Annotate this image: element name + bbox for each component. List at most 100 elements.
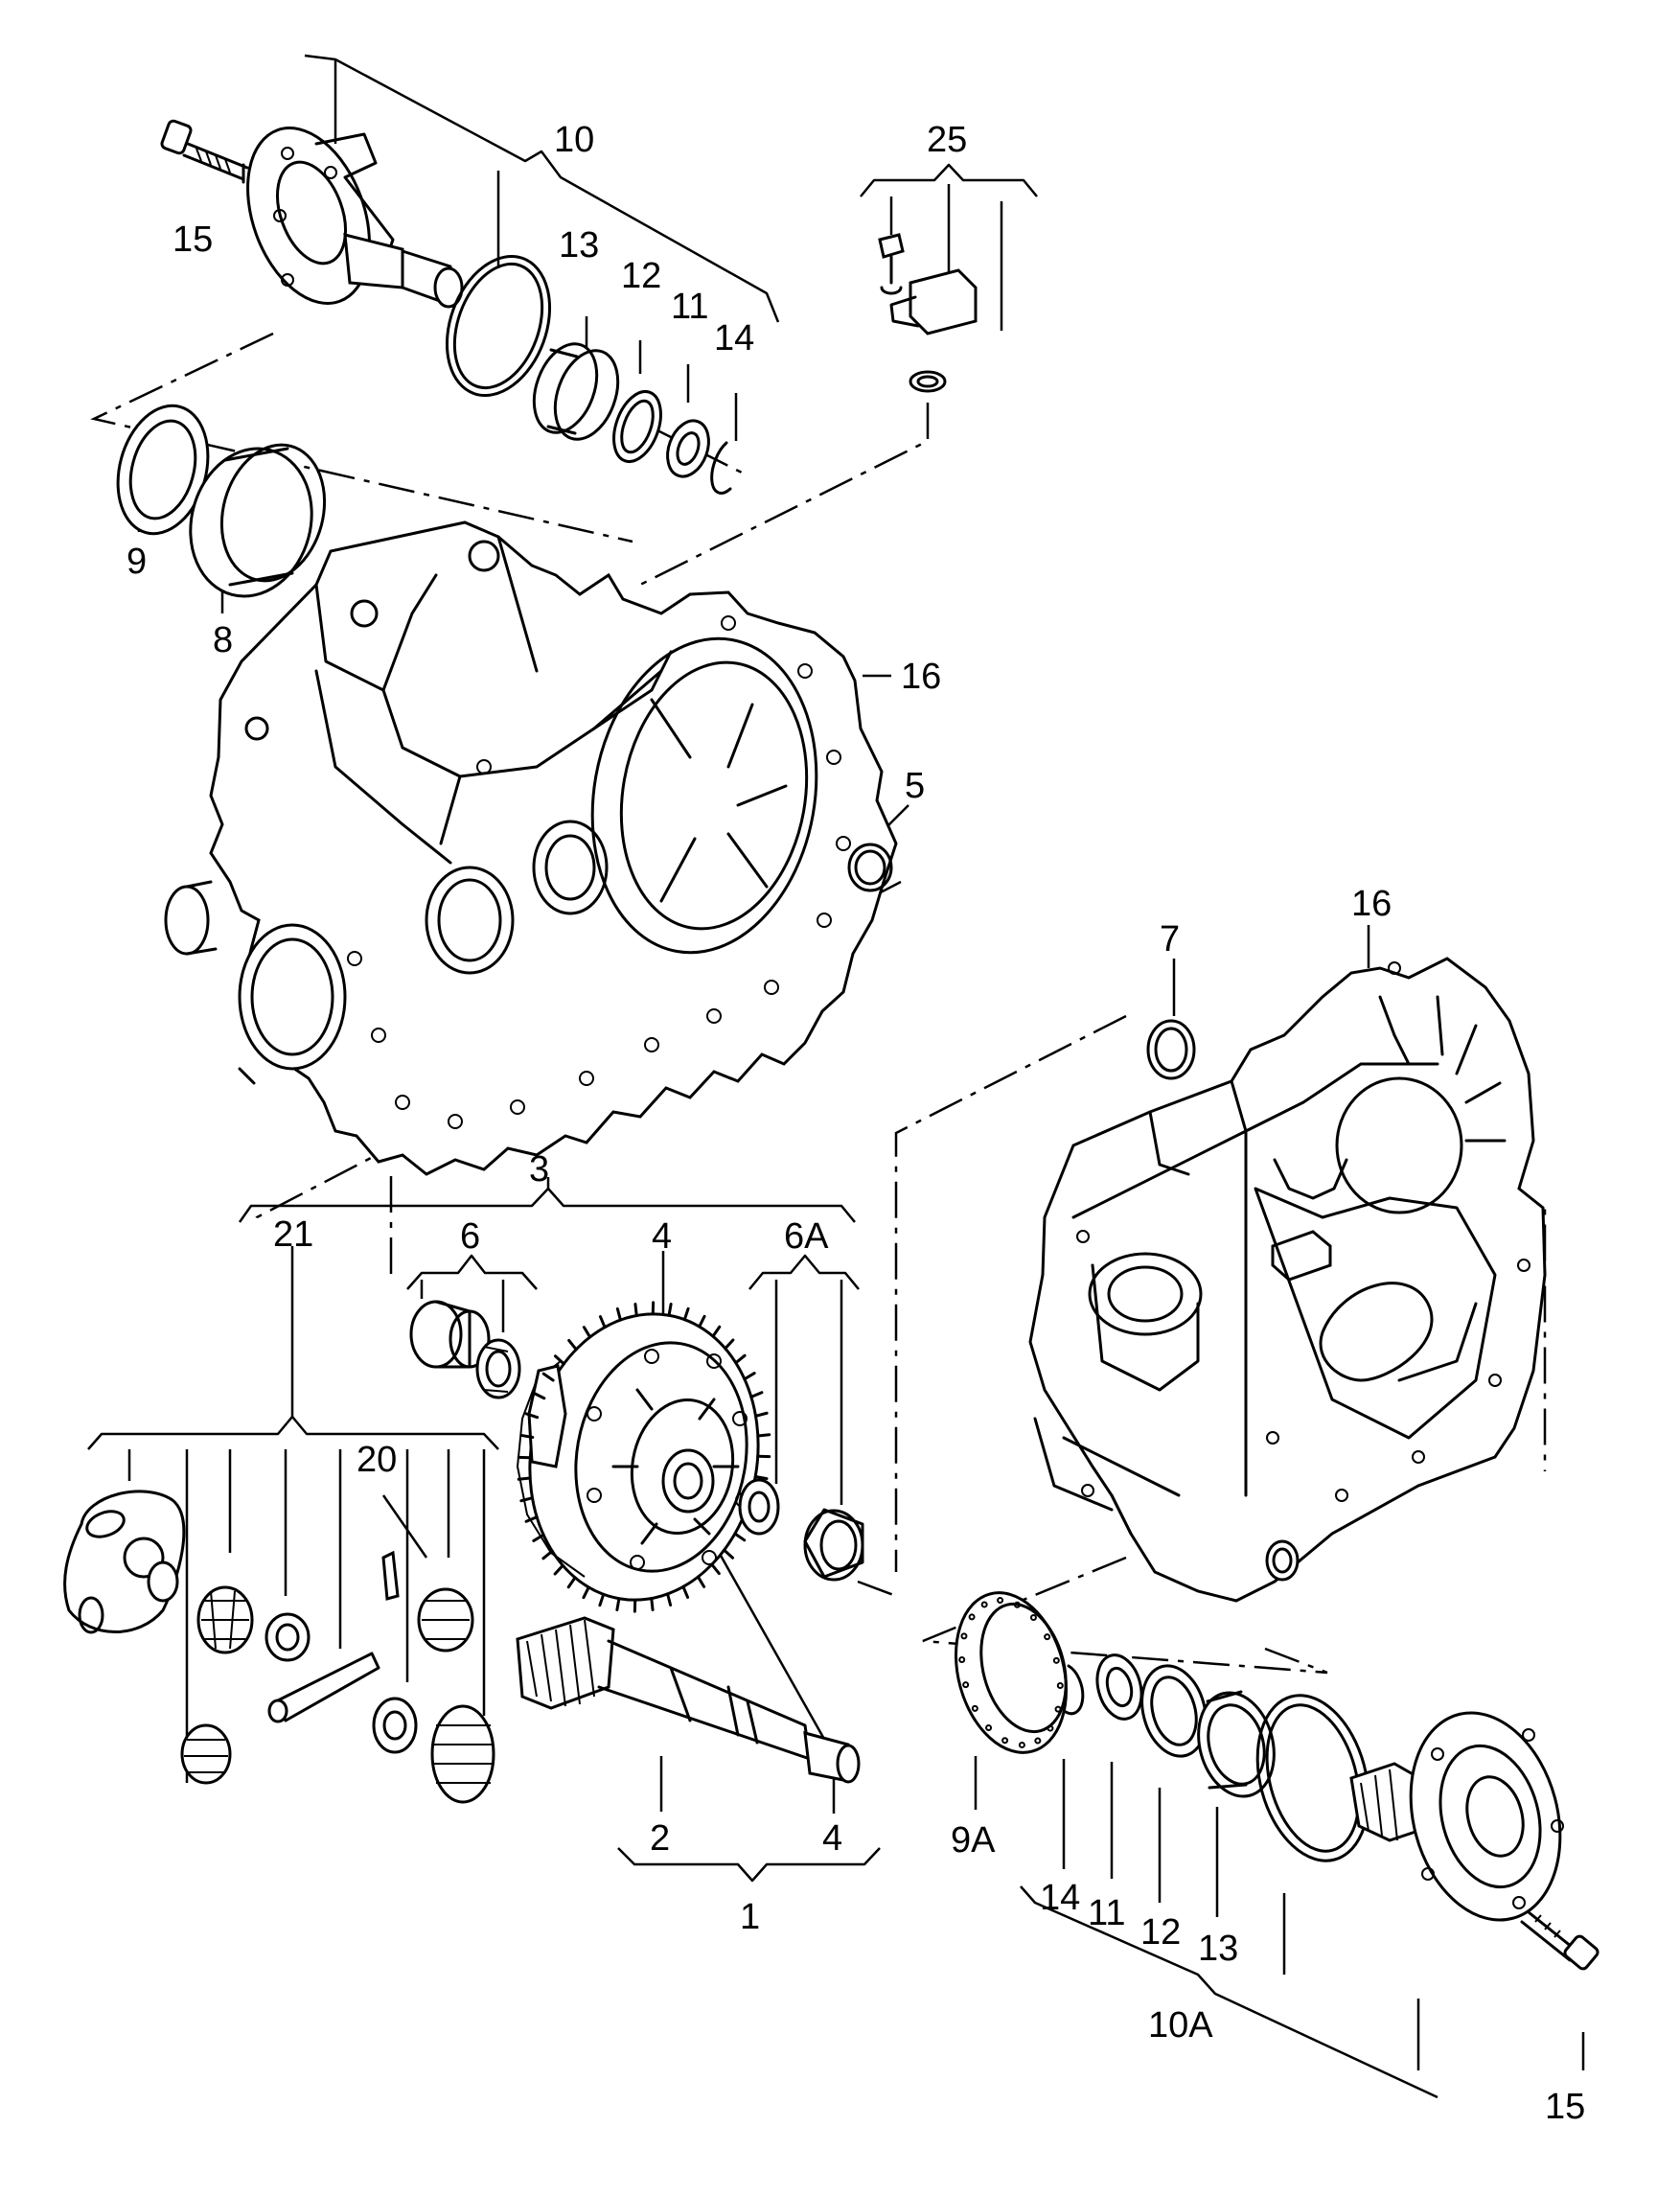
callout-10: 10 (554, 120, 594, 160)
gear-tooth (554, 1354, 565, 1366)
callout-15-upper: 15 (173, 220, 213, 260)
callout-16-upper: 16 (901, 657, 941, 697)
callout-4-top: 4 (652, 1216, 672, 1257)
gear-tooth (524, 1515, 539, 1523)
callout-6A: 6A (784, 1216, 829, 1257)
seal-dot (1054, 1705, 1062, 1713)
seal-dot (997, 1597, 1004, 1605)
gear-tooth (582, 1326, 592, 1339)
callout-12-upper: 12 (621, 256, 661, 296)
gear-tooth (754, 1411, 769, 1418)
gear-tooth (733, 1532, 747, 1542)
gear-tooth (633, 1303, 638, 1317)
seal-dot (960, 1632, 968, 1640)
transmission-housing-upper (164, 520, 898, 1176)
seal-dot (962, 1681, 970, 1689)
gear-tooth (553, 1563, 564, 1576)
gear-tooth (723, 1548, 734, 1560)
final-drive-gear-4 (516, 1312, 760, 1602)
gear-tooth (566, 1576, 577, 1589)
seal-9-and-ring-8 (116, 404, 327, 598)
gear-tooth (541, 1549, 554, 1560)
gear-tooth (666, 1592, 673, 1607)
callout-2: 2 (650, 1818, 670, 1859)
callout-9A: 9A (951, 1820, 996, 1861)
o-ring-5 (847, 843, 893, 892)
callout-11-upper: 11 (671, 287, 708, 327)
seal-dot (1052, 1656, 1060, 1664)
gear-tooth (756, 1433, 771, 1438)
o-ring-7 (1146, 1019, 1196, 1080)
callout-21: 21 (273, 1214, 313, 1255)
gear-tooth (532, 1533, 545, 1542)
gear-tooth (567, 1338, 578, 1352)
callout-3: 3 (529, 1149, 549, 1190)
gear-tooth (753, 1474, 769, 1481)
gear-tooth (598, 1592, 606, 1607)
callout-5: 5 (905, 766, 925, 806)
differential-housing (63, 1490, 186, 1634)
callout-4-bottom: 4 (822, 1818, 842, 1859)
seal-dot (980, 1601, 988, 1608)
gear-tooth (519, 1433, 535, 1440)
gear-tooth (517, 1476, 532, 1481)
callout-9: 9 (127, 542, 147, 582)
gear-tooth (615, 1597, 621, 1612)
group-brackets (87, 54, 1585, 2099)
gear-tooth (711, 1325, 722, 1338)
pinion-shaft-2 (516, 1616, 861, 1784)
ring-14-11-12-13-lower (1064, 1653, 1370, 1862)
gear-tooth (650, 1597, 655, 1611)
gear-tooth (682, 1306, 690, 1322)
gear-tooth (698, 1314, 706, 1329)
seal-dot (1044, 1633, 1051, 1641)
callout-14-upper: 14 (714, 318, 754, 358)
gear-tooth (524, 1412, 540, 1420)
seal-dot (968, 1613, 976, 1621)
gear-tooth (667, 1302, 673, 1317)
seal-9A (954, 1591, 1069, 1754)
gear-tooth (598, 1315, 607, 1329)
seal-dot (1029, 1613, 1037, 1621)
callout-20: 20 (357, 1440, 397, 1480)
bolt-15-upper (160, 119, 249, 184)
callout-25: 25 (927, 120, 967, 160)
seal-dot (1056, 1682, 1064, 1690)
differential-pinions-21 (180, 1550, 495, 1804)
callout-14-lower: 14 (1040, 1878, 1080, 1918)
seal-dot (1001, 1737, 1009, 1745)
gear-tooth (615, 1307, 622, 1322)
callout-13-upper: 13 (559, 225, 599, 266)
callout-15-lower: 15 (1545, 2087, 1585, 2127)
assembly-axis-lines (90, 332, 1547, 1675)
gear-tooth (541, 1372, 555, 1382)
seal-dot (971, 1704, 978, 1712)
callout-labels: 10 25 15 13 12 11 14 9 8 16 5 7 16 3 21 … (127, 120, 1585, 2127)
gear-tooth (743, 1372, 756, 1381)
seal-dot (1047, 1724, 1054, 1732)
callout-6: 6 (460, 1216, 480, 1257)
gear-tooth (696, 1575, 706, 1588)
seal-dot (1034, 1737, 1042, 1745)
gear-tooth (749, 1391, 764, 1399)
seal-dot (1018, 1741, 1025, 1748)
output-flange-lower (1349, 1711, 1564, 1922)
gear-tooth (724, 1338, 735, 1351)
callout-10A: 10A (1148, 2005, 1213, 2046)
output-flange-upper (246, 127, 464, 309)
gear-tooth (519, 1496, 534, 1503)
seal-dot (985, 1724, 993, 1732)
gear-tooth (582, 1585, 590, 1600)
ring-13-12-11-14-upper (445, 254, 732, 495)
callout-13-lower: 13 (1198, 1929, 1238, 1969)
transmission-housing-lower (1028, 957, 1547, 1603)
gear-tooth (532, 1391, 546, 1400)
callout-8: 8 (213, 620, 233, 660)
bearing-6A (738, 1478, 864, 1582)
bearing-cups-6 (409, 1300, 521, 1399)
gear-tooth (710, 1562, 721, 1576)
gear-tooth (681, 1584, 690, 1599)
callout-11-lower: 11 (1088, 1893, 1125, 1933)
callout-7: 7 (1160, 919, 1180, 959)
